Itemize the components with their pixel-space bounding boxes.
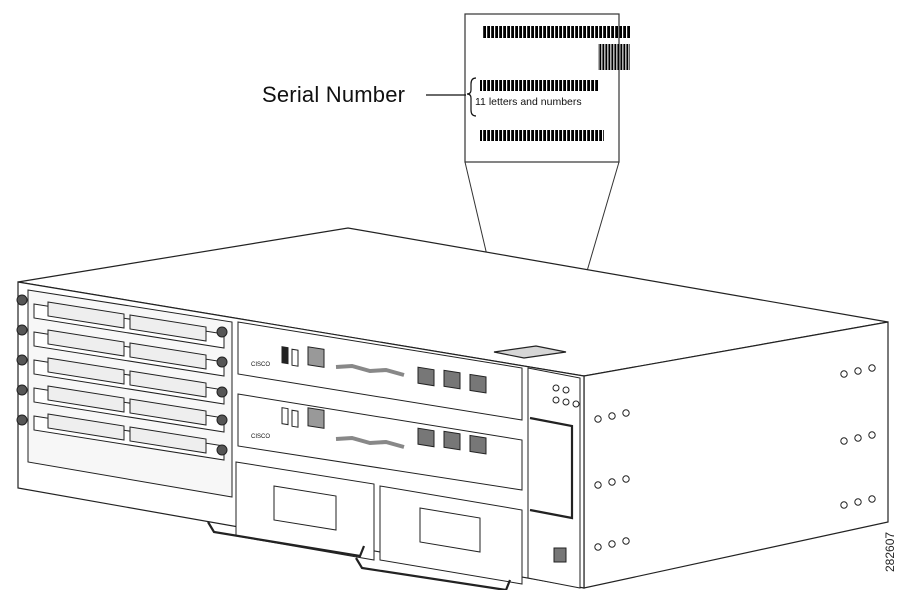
barcode-1 [482,26,630,38]
psu-handle-2 [355,557,512,590]
line-card-3 [16,354,228,405]
route-processor-2 [237,393,523,491]
fan-tray [527,367,581,589]
power-supplies [207,461,523,590]
psu-handle-1 [207,521,366,558]
line-card-2 [16,324,228,377]
serial-bracket [466,77,477,117]
cisco-logo-1: CISCO [251,362,270,368]
figure-id: 282607 [883,531,897,572]
barcode-2 [598,44,630,70]
serial-number-label: Serial Number [262,82,406,107]
fan-tray-handle [529,416,574,520]
top-sticker [493,345,567,359]
line-card-1 [16,294,228,349]
serial-format-note: 11 letters and numbers [475,96,582,108]
cisco-logo-2: CISCO [251,434,270,440]
interface-card-slots [16,289,233,498]
barcode-3 [480,130,604,141]
side-vents [594,364,876,551]
brand-logos: CISCO CISCO [251,362,270,440]
line-card-5 [16,413,228,461]
line-card-4 [16,384,228,433]
route-processor-1 [237,321,523,421]
barcode-serial [480,80,598,91]
